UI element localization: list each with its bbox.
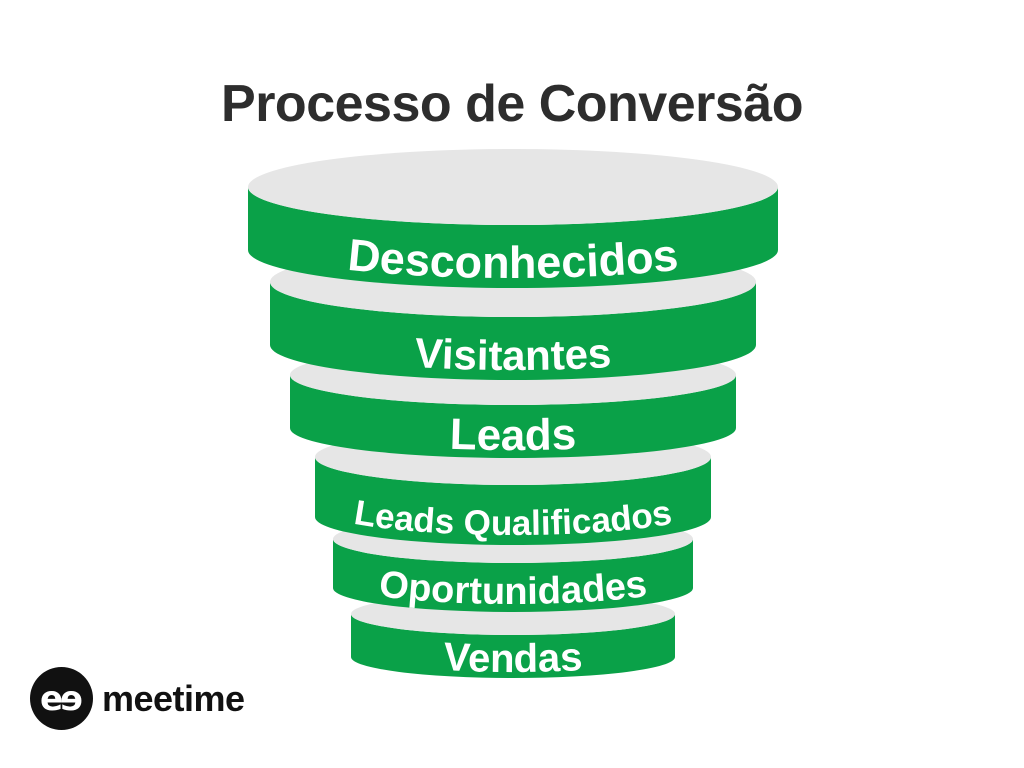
- page-title: Processo de Conversão: [221, 75, 803, 133]
- funnel-band-wall: [290, 375, 736, 458]
- meetime-logo: eɘ meetime: [30, 667, 245, 730]
- meetime-logo-wordmark: meetime: [102, 677, 245, 719]
- logo-mark-glyphs: eɘ: [39, 678, 83, 719]
- funnel-stage-label-vendas: Vendas: [443, 635, 584, 681]
- funnel-band-wall: [333, 539, 693, 612]
- funnel-band-top-disc: [248, 149, 778, 225]
- funnel-stage-label-desconhecidos: Desconhecidos: [346, 229, 680, 288]
- funnel-stage-label-visitantes: Visitantes: [414, 329, 613, 379]
- funnel-band-wall: [351, 614, 675, 678]
- funnel-band-wall: [315, 457, 711, 545]
- funnel-band-wall: [270, 282, 756, 380]
- funnel-stage-label-oportunidades: Oportunidades: [377, 563, 649, 613]
- funnel-band-desconhecidos: [248, 149, 778, 288]
- funnel-stage-label-leads: Leads: [449, 410, 577, 460]
- funnel-band-wall: [248, 187, 778, 288]
- meetime-logo-icon: eɘ: [30, 667, 93, 730]
